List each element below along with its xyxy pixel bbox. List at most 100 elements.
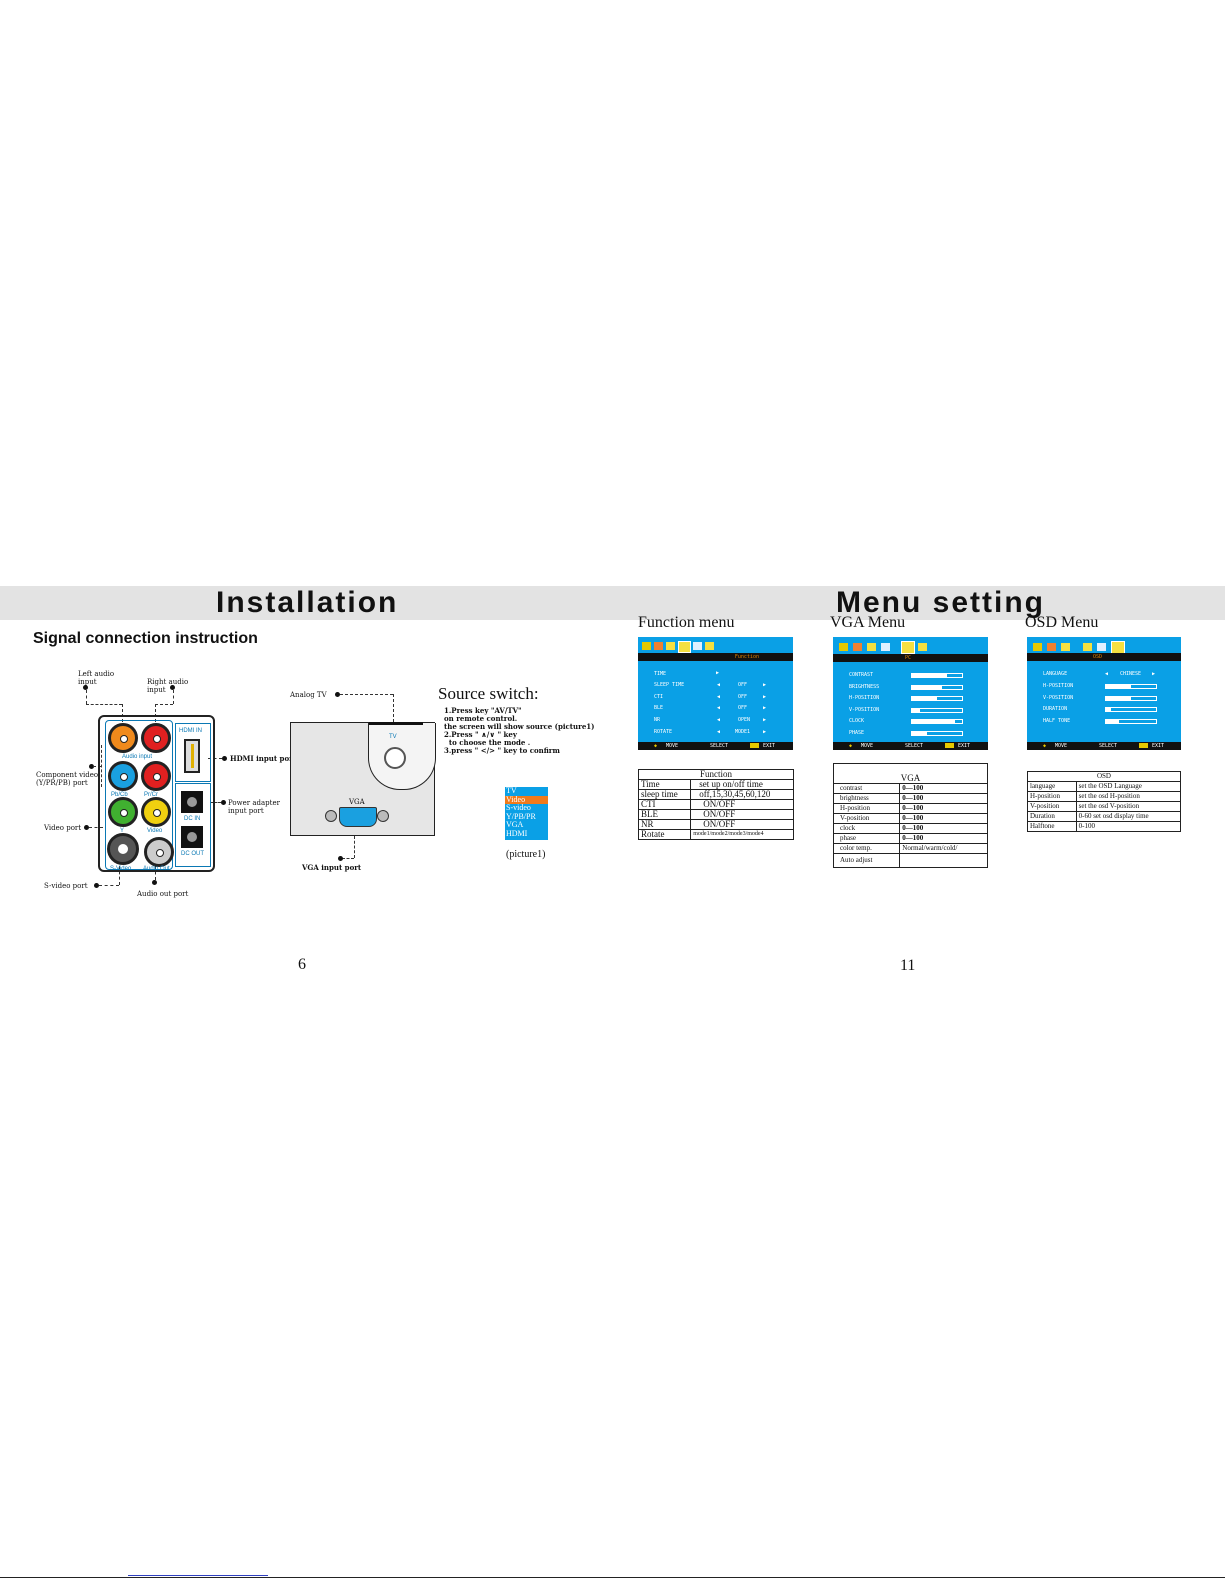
left-arrow-icon[interactable]: ◀ bbox=[1105, 671, 1109, 677]
right-arrow-icon[interactable]: ▶ bbox=[763, 705, 767, 711]
step-line: the screen will show source (picture1) bbox=[444, 722, 595, 731]
table-cell: sleep time bbox=[637, 789, 692, 800]
osd-slider[interactable] bbox=[911, 707, 963, 713]
source-item-hdmi[interactable]: HDMI bbox=[506, 828, 528, 838]
osd-row-label: H-POSITION bbox=[849, 695, 880, 702]
menu-key-icon bbox=[750, 743, 759, 748]
left-arrow-icon[interactable]: ◀ bbox=[717, 717, 721, 723]
osd-slider-fill bbox=[912, 708, 920, 712]
table-cell: V-position bbox=[1027, 801, 1077, 812]
leader-line bbox=[211, 802, 221, 803]
right-arrow-icon[interactable]: ▶ bbox=[1152, 671, 1156, 677]
header-banner bbox=[0, 586, 1225, 620]
video-jack[interactable] bbox=[141, 797, 171, 827]
y-label: Y bbox=[120, 828, 125, 834]
osd-footer-bar: ◆ MOVE SELECT EXIT bbox=[1027, 742, 1181, 750]
footer-select: SELECT bbox=[710, 743, 729, 749]
osd-slider[interactable] bbox=[911, 684, 963, 690]
pb-jack[interactable] bbox=[108, 761, 138, 791]
osd-row-label: SLEEP TIME bbox=[654, 682, 685, 688]
footer-move: MOVE bbox=[666, 743, 679, 749]
hdmi-port[interactable] bbox=[184, 739, 200, 773]
table-cell: 0-60 set osd display time bbox=[1075, 811, 1182, 822]
osd-osd-header: OSD bbox=[1093, 654, 1103, 660]
table-cell: BLE bbox=[637, 809, 692, 820]
osd-slider[interactable] bbox=[1105, 707, 1157, 713]
osd-slider-fill bbox=[912, 720, 955, 724]
osd-slider[interactable] bbox=[1105, 718, 1157, 724]
osd-row-label: ROTATE bbox=[654, 729, 673, 735]
leader-line bbox=[101, 745, 102, 787]
osd-slider-fill bbox=[912, 674, 947, 677]
audio-out-jack[interactable] bbox=[144, 837, 174, 867]
osd-row-label: BLE bbox=[654, 705, 664, 711]
right-arrow-icon[interactable]: ▶ bbox=[716, 670, 720, 676]
color-icon bbox=[654, 642, 663, 650]
vga-menu-heading: VGA Menu bbox=[830, 614, 906, 631]
left-arrow-icon[interactable]: ◀ bbox=[717, 682, 721, 688]
right-audio-jack[interactable] bbox=[141, 723, 171, 753]
source-item-vga[interactable]: VGA bbox=[506, 820, 524, 829]
step-line: 1.Press key "AV/TV" bbox=[444, 706, 522, 715]
leader-line bbox=[340, 694, 393, 695]
sound-icon bbox=[1061, 643, 1070, 651]
left-arrow-icon[interactable]: ◀ bbox=[717, 705, 721, 711]
right-arrow-icon[interactable]: ▶ bbox=[763, 717, 767, 723]
leader-line bbox=[93, 766, 102, 767]
dc-out-port[interactable] bbox=[181, 826, 203, 848]
leader-line bbox=[393, 694, 394, 722]
source-item-svideo[interactable]: S-video bbox=[506, 803, 531, 812]
tv-port-top-bar bbox=[369, 722, 423, 725]
source-list: TV Video S-video Y/PB/PR VGA HDMI bbox=[505, 786, 548, 840]
pc-tab-icon[interactable] bbox=[901, 641, 915, 654]
audio-out-label: Audio Out bbox=[143, 866, 170, 872]
leader-line bbox=[208, 758, 222, 759]
table-cell: phase bbox=[832, 833, 901, 844]
leader-line bbox=[155, 704, 156, 722]
osd-icon bbox=[918, 643, 927, 651]
vga-port[interactable] bbox=[339, 807, 377, 827]
pb-label: Pb/Cb bbox=[111, 792, 128, 798]
dc-in-port[interactable] bbox=[181, 791, 203, 813]
osd-row-label: PHASE bbox=[849, 730, 865, 736]
table-cell: ON/OFF bbox=[690, 809, 794, 820]
source-item-video[interactable]: Video bbox=[505, 795, 548, 804]
table-cell: 0—100 bbox=[899, 783, 988, 794]
osd-slider[interactable] bbox=[911, 731, 963, 736]
right-page-number: 11 bbox=[900, 957, 916, 974]
osd-slider[interactable] bbox=[1105, 695, 1157, 701]
osd-slider[interactable] bbox=[911, 673, 963, 678]
source-item-ypbpr[interactable]: Y/PB/PR bbox=[506, 811, 536, 821]
osd-slider[interactable] bbox=[1105, 684, 1157, 689]
svideo-jack[interactable] bbox=[107, 833, 139, 865]
video-dot bbox=[84, 825, 89, 830]
menu-key-icon bbox=[945, 743, 954, 748]
left-arrow-icon[interactable]: ◀ bbox=[717, 729, 721, 735]
osd-slider[interactable] bbox=[911, 719, 963, 725]
y-jack[interactable] bbox=[108, 797, 138, 827]
table-cell: contrast bbox=[832, 783, 901, 794]
right-arrow-icon[interactable]: ▶ bbox=[763, 682, 767, 688]
osd-slider[interactable] bbox=[911, 696, 963, 702]
svideo-label: S-Video bbox=[110, 866, 132, 872]
tv-antenna-port[interactable] bbox=[384, 747, 406, 769]
dc-out-pin bbox=[187, 832, 197, 842]
left-arrow-icon[interactable]: ◀ bbox=[717, 694, 721, 700]
function-tab-icon[interactable] bbox=[678, 641, 691, 653]
audio-input-label: Audio input bbox=[122, 754, 153, 760]
table-cell: Time bbox=[637, 779, 692, 790]
left-audio-jack[interactable] bbox=[108, 723, 138, 753]
vga-screw-left bbox=[325, 810, 337, 822]
source-item-tv[interactable]: TV bbox=[506, 786, 517, 795]
table-cell: Normal/warm/cold/ bbox=[899, 843, 988, 854]
pr-jack[interactable] bbox=[141, 761, 171, 791]
table-cell: set the osd H-position bbox=[1075, 791, 1182, 802]
right-arrow-icon[interactable]: ▶ bbox=[763, 694, 767, 700]
vga-input-port-label: VGA input port bbox=[302, 863, 362, 872]
right-arrow-icon[interactable]: ▶ bbox=[763, 729, 767, 735]
leader-line bbox=[99, 885, 119, 886]
svideo-port-label: S-video port bbox=[44, 882, 88, 890]
